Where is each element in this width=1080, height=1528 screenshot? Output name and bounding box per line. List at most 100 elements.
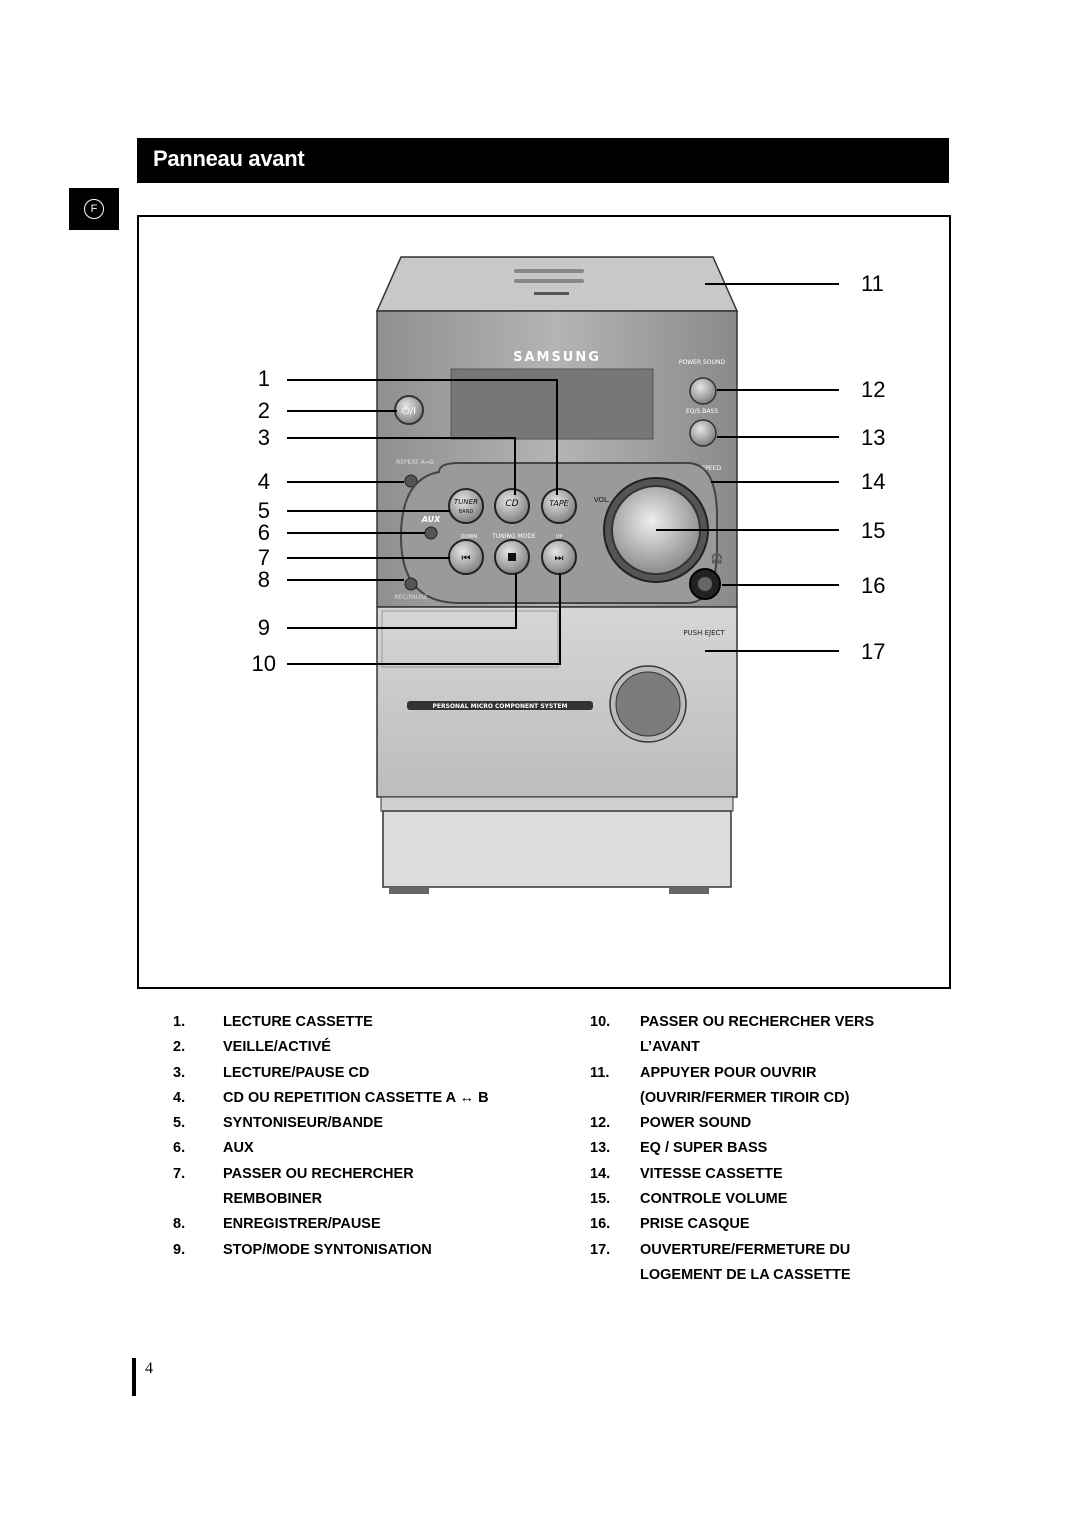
callout-10: 10 [252, 651, 276, 676]
cd-lid[interactable] [375, 256, 739, 312]
power-button[interactable]: ⏻/I [394, 395, 424, 425]
legend-number: 15. [590, 1191, 611, 1208]
legend-number [590, 1037, 640, 1062]
legend-number: 7. [173, 1165, 186, 1182]
legend-label: LECTURE/PAUSE CD [223, 1064, 370, 1081]
legend-label: REMBOBINER [223, 1191, 323, 1208]
legend-item: 12.POWER SOUND [590, 1113, 930, 1138]
legend-label: OUVERTURE/FERMETURE DU [640, 1241, 851, 1258]
legend-item: 5.SYNTONISEUR/BANDE [173, 1113, 573, 1138]
base-unit [380, 796, 734, 894]
brand-logo: SAMSUNG [513, 350, 601, 365]
legend-number: 13. [590, 1140, 611, 1157]
rewind-button[interactable]: ⏮ [448, 539, 484, 575]
callout-3: 3 [258, 425, 270, 450]
legend-item: 11.APPUYER POUR OUVRIR [590, 1063, 930, 1088]
eq-bass-button[interactable] [689, 419, 717, 447]
cassette-deck: PUSH EJECT PERSONAL MICRO COMPONENT SYST… [376, 606, 738, 798]
legend-item: 10.PASSER OU RECHERCHER VERS [590, 1012, 930, 1037]
callout-5: 5 [258, 498, 270, 523]
svg-text:⏮: ⏮ [462, 553, 471, 564]
callout-14: 14 [861, 469, 885, 494]
callout-4: 4 [258, 469, 270, 494]
tape-play-button[interactable]: TAPE [541, 488, 577, 524]
legend-number: 2. [173, 1039, 186, 1056]
legend-label: AUX [223, 1140, 254, 1157]
legend-item: 17. OUVERTURE/FERMETURE DU [590, 1240, 930, 1265]
legend-item: 15. CONTROLE VOLUME [590, 1189, 930, 1214]
legend-item: 6. AUX [173, 1138, 573, 1163]
legend-label: CD OU REPETITION CASSETTE A ↔ B [223, 1089, 489, 1106]
legend-number: 4. [173, 1089, 186, 1106]
tuner-label: TUNER [454, 498, 478, 506]
legend-label: L’AVANT [640, 1039, 700, 1056]
svg-text:⏻/I: ⏻/I [402, 406, 416, 417]
legend-label: CONTROLE VOLUME [640, 1191, 788, 1208]
callout-11: 11 [861, 271, 884, 296]
page-title: Panneau avant [153, 146, 305, 171]
page-number: 4 [145, 1360, 153, 1377]
system-name-plate [407, 701, 593, 710]
stop-button[interactable] [494, 539, 530, 575]
legend-item: 7.PASSER OU RECHERCHER [173, 1164, 573, 1189]
legend-number: 11. [590, 1064, 610, 1081]
cd-play-pause-button[interactable]: CD [494, 488, 530, 524]
legend-item: 9.STOP/MODE SYNTONISATION [173, 1240, 573, 1265]
legend-number: 6. [173, 1140, 186, 1157]
tape-label: TAPE [549, 499, 569, 508]
legend-number: 1. [173, 1014, 186, 1030]
callout-1: 1 [258, 366, 270, 391]
language-tab: F [69, 188, 119, 230]
system-name-label: PERSONAL MICRO COMPONENT SYSTEM [433, 703, 568, 710]
tuner-band-button[interactable]: TUNER BAND [448, 488, 484, 524]
legend-item: L’AVANT [590, 1037, 930, 1062]
page-number-rule [132, 1358, 136, 1396]
callout-13: 13 [861, 425, 885, 450]
legend-item: 16.PRISE CASQUE [590, 1214, 930, 1239]
up-label: UP [556, 534, 563, 540]
legend-label: (OUVRIR/FERMER TIROIR CD) [640, 1089, 850, 1106]
callout-6: 6 [258, 520, 270, 545]
legend-number: 17. [590, 1241, 611, 1258]
callout-8: 8 [258, 567, 270, 592]
repeat-button[interactable] [404, 474, 418, 488]
legend-label: LECTURE CASSETTE [223, 1014, 373, 1030]
power-sound-label: POWER SOUND [679, 359, 726, 366]
legend-label: VITESSE CASSETTE [640, 1165, 783, 1182]
legend-item: 13. EQ / SUPER BASS [590, 1138, 930, 1163]
callout-12: 12 [861, 377, 885, 402]
down-label: DOWN [461, 534, 478, 540]
callout-15: 15 [861, 518, 885, 543]
headphone-icon: 🎧 [711, 552, 723, 565]
callout-7: 7 [258, 545, 270, 570]
fast-forward-button[interactable]: ⏭ [541, 539, 577, 575]
legend-label: VEILLE/ACTIVÉ [223, 1039, 331, 1056]
legend-number: 3. [173, 1064, 186, 1081]
legend-item: (OUVRIR/FERMER TIROIR CD) [590, 1088, 930, 1113]
legend-right: 10.PASSER OU RECHERCHER VERS L’AVANT 11.… [590, 1012, 930, 1290]
device-illustration: SAMSUNG ⏻/I POWER SOUND EQ/S.BASS REPEAT… [252, 256, 885, 894]
cassette-window[interactable] [609, 665, 687, 743]
legend-number: 14. [590, 1165, 611, 1182]
front-panel-figure: SAMSUNG ⏻/I POWER SOUND EQ/S.BASS REPEAT… [137, 215, 951, 989]
power-sound-button[interactable] [689, 377, 717, 405]
headphone-jack[interactable] [689, 568, 721, 600]
legend-number: 12. [590, 1115, 611, 1132]
legend-label: EQ / SUPER BASS [640, 1140, 768, 1157]
vol-label: VOL. [594, 496, 610, 504]
language-badge: F [84, 199, 104, 219]
legend-number [590, 1088, 640, 1113]
legend-label: ENREGISTRER/PAUSE [223, 1216, 381, 1233]
legend-label: LOGEMENT DE LA CASSETTE [640, 1266, 851, 1283]
svg-text:⏭: ⏭ [555, 553, 564, 564]
tuning-mode-label: TUNING MODE [491, 533, 536, 540]
legend-item: REMBOBINER [173, 1189, 573, 1214]
repeat-label: REPEAT A↔B [396, 459, 434, 466]
legend-item: 4. CD OU REPETITION CASSETTE A ↔ B [173, 1088, 573, 1113]
aux-button[interactable] [424, 526, 438, 540]
legend-label: PRISE CASQUE [640, 1216, 750, 1233]
rec-pause-button[interactable] [404, 577, 418, 591]
legend-label: STOP/MODE SYNTONISATION [223, 1241, 432, 1258]
rec-pause-label: REC/PAUSE [394, 594, 428, 601]
legend-left: 1. LECTURE CASSETTE 2. VEILLE/ACTIVÉ 3. LEC… [173, 1012, 573, 1265]
